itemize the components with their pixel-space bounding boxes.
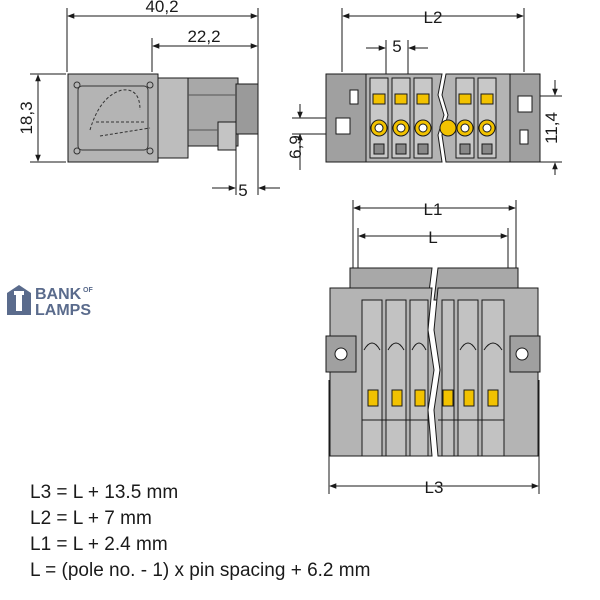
pin-group-left — [369, 77, 433, 159]
orange-lever — [463, 389, 475, 407]
clamp-spring — [363, 342, 381, 351]
housing-front — [187, 77, 239, 147]
dim-5-side-label: 5 — [238, 181, 247, 200]
clamp-spring — [411, 342, 427, 351]
dim-L1-label: L1 — [424, 200, 443, 219]
pin-column — [361, 299, 383, 457]
wire-entry — [439, 119, 457, 137]
orange-lever — [480, 93, 494, 105]
dim-6-9-label: 6,9 — [286, 135, 305, 159]
orange-lever — [487, 389, 499, 407]
wire-entry-hole — [418, 123, 428, 133]
pin-group-right — [439, 77, 497, 159]
slot — [519, 129, 529, 145]
dim-L2-label: L2 — [424, 8, 443, 27]
pin-column — [409, 299, 429, 457]
mounting-hole-left — [334, 347, 348, 361]
formula-L3: L3 = L + 13.5 mm — [30, 482, 179, 503]
wire-entry-hole — [460, 123, 470, 133]
formula-L: L = (pole no. - 1) x pin spacing + 6.2 m… — [30, 560, 371, 581]
formula-L1: L1 = L + 2.4 mm — [30, 534, 168, 555]
bottom-pins-right — [438, 299, 505, 457]
wire-entry-hole — [396, 123, 406, 133]
mounting-hole-right — [515, 347, 529, 361]
contact — [459, 143, 471, 155]
orange-lever — [391, 389, 403, 407]
orange-lever — [367, 389, 379, 407]
orange-lever — [394, 93, 408, 105]
housing-recess — [77, 85, 149, 151]
dim-18-3-label: 18,3 — [17, 101, 36, 134]
screw-hole — [146, 81, 154, 89]
dim-11-4-label: 11,4 — [542, 112, 561, 144]
contact — [395, 143, 407, 155]
wire-entry-hole — [482, 123, 492, 133]
orange-lever — [416, 93, 430, 105]
dim-L-label: L — [428, 228, 437, 247]
dim-5-pitch-label: 5 — [392, 37, 401, 56]
bottom-view: L1 L L3 — [325, 200, 541, 497]
logo-lamp — [14, 291, 24, 295]
screw-hole — [73, 147, 81, 155]
pin-column — [481, 299, 505, 457]
pin-column — [385, 299, 407, 457]
clamp-spring — [387, 342, 405, 351]
logo-line1: BANK — [35, 286, 82, 303]
bottom-pins-left — [361, 299, 429, 457]
formula-L2: L2 = L + 7 mm — [30, 508, 152, 529]
contact — [481, 143, 493, 155]
latch — [235, 83, 259, 135]
orange-lever — [458, 93, 472, 105]
dim-L3-label: L3 — [425, 478, 444, 497]
coding-slot — [335, 117, 351, 135]
pin-column — [441, 299, 455, 457]
logo-tower — [16, 293, 22, 311]
logo-line2: LAMPS — [35, 302, 91, 319]
contact — [373, 143, 385, 155]
pin-column — [457, 299, 479, 457]
orange-lever — [442, 389, 454, 407]
housing-left — [67, 73, 159, 163]
wire-entry-hole — [374, 123, 384, 133]
side-view: 40,2 22,2 18,3 5 — [17, 0, 280, 200]
release-tab — [217, 121, 237, 151]
screw-hole — [146, 147, 154, 155]
front-view: L2 5 6,9 11,4 — [286, 8, 562, 175]
lighthouse-icon: BANK OF LAMPS — [7, 285, 93, 319]
clamp-spring — [459, 342, 477, 351]
logo-line1-small: OF — [83, 287, 93, 294]
formula-block: L3 = L + 13.5 mm L2 = L + 7 mm L1 = L + … — [30, 480, 450, 584]
screw-hole — [73, 81, 81, 89]
end-cap-right — [509, 73, 541, 163]
clamp-spring — [483, 342, 503, 351]
coding-slot — [517, 95, 533, 113]
internal-wire — [99, 127, 151, 137]
housing-mid — [157, 77, 189, 159]
contact — [417, 143, 429, 155]
bank-of-lamps-logo: BANK OF LAMPS — [3, 281, 113, 321]
dim-22-2-label: 22,2 — [187, 27, 220, 46]
dim-40-2-label: 40,2 — [145, 0, 178, 16]
orange-lever — [372, 93, 386, 105]
orange-lever — [414, 389, 426, 407]
slot — [349, 89, 359, 105]
